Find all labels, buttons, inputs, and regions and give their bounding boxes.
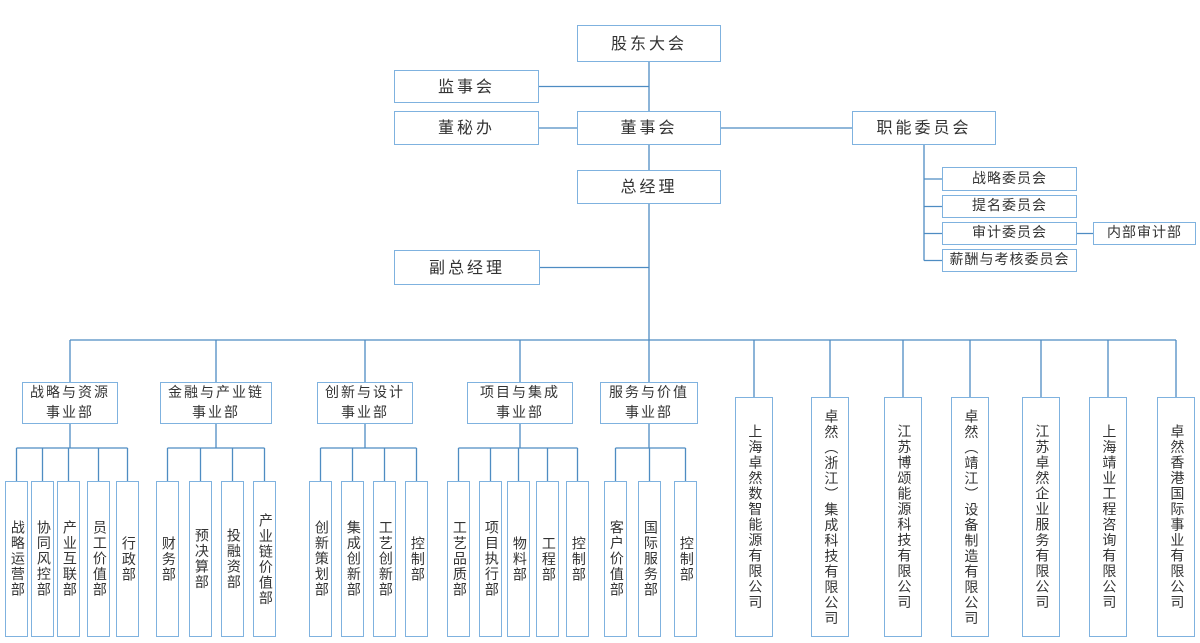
node-subsidiary: 上海靖业工程咨询有限公司: [1089, 397, 1127, 637]
node-division-finance-industry-chain: 金融与产业链 事业部: [160, 382, 272, 424]
node-subsidiary: 江苏博颂能源科技有限公司: [884, 397, 922, 637]
node-subsidiary: 江苏卓然企业服务有限公司: [1022, 397, 1060, 637]
node-department: 协同风控部: [31, 481, 54, 637]
node-department: 工程部: [536, 481, 559, 637]
node-functional-committees: 职能委员会: [852, 111, 996, 145]
node-department: 工艺品质部: [447, 481, 470, 637]
node-department: 控制部: [674, 481, 697, 637]
node-department: 物料部: [507, 481, 530, 637]
node-committee-strategy: 战略委员会: [942, 167, 1077, 191]
node-department: 财务部: [156, 481, 179, 637]
node-subsidiary: 卓然（靖江）设备制造有限公司: [951, 397, 989, 637]
node-department: 战略运营部: [5, 481, 28, 637]
node-division-strategy-resources: 战略与资源 事业部: [22, 382, 118, 424]
node-subsidiary: 卓然香港国际事业有限公司: [1157, 397, 1195, 637]
node-department: 行政部: [116, 481, 139, 637]
node-department: 项目执行部: [479, 481, 502, 637]
node-committee-nomination: 提名委员会: [942, 195, 1077, 218]
node-department: 控制部: [405, 481, 428, 637]
node-supervisory-board: 监事会: [394, 70, 539, 103]
node-department: 国际服务部: [638, 481, 661, 637]
connector-division-buses: [15, 424, 687, 481]
node-division-project-integration: 项目与集成 事业部: [467, 382, 573, 424]
node-board-secretary-office: 董秘办: [394, 111, 539, 145]
node-general-manager: 总经理: [577, 170, 721, 204]
node-department: 预决算部: [189, 481, 212, 637]
node-board-of-directors: 董事会: [577, 111, 721, 145]
node-subsidiary: 卓然（浙江）集成科技有限公司: [811, 397, 849, 637]
node-department: 产业互联部: [57, 481, 80, 637]
node-department: 控制部: [566, 481, 589, 637]
node-department: 产业链价值部: [253, 481, 276, 637]
node-division-service-value: 服务与价值 事业部: [600, 382, 698, 424]
node-department: 创新策划部: [309, 481, 332, 637]
node-department: 员工价值部: [87, 481, 110, 637]
node-internal-audit-dept: 内部审计部: [1093, 222, 1196, 245]
connector-committees: [923, 145, 1093, 262]
node-committee-audit: 审计委员会: [942, 222, 1077, 245]
node-department: 客户价值部: [604, 481, 627, 637]
node-deputy-general-manager: 副总经理: [394, 250, 540, 285]
connector-governance: [539, 62, 852, 382]
node-department: 投融资部: [221, 481, 244, 637]
node-subsidiary: 上海卓然数智能源有限公司: [735, 397, 773, 637]
connector-main-bus: [69, 339, 1177, 397]
node-committee-compensation: 薪酬与考核委员会: [942, 249, 1077, 272]
node-division-innovation-design: 创新与设计 事业部: [317, 382, 413, 424]
node-shareholders-meeting: 股东大会: [577, 25, 721, 62]
node-department: 集成创新部: [341, 481, 364, 637]
node-department: 工艺创新部: [373, 481, 396, 637]
